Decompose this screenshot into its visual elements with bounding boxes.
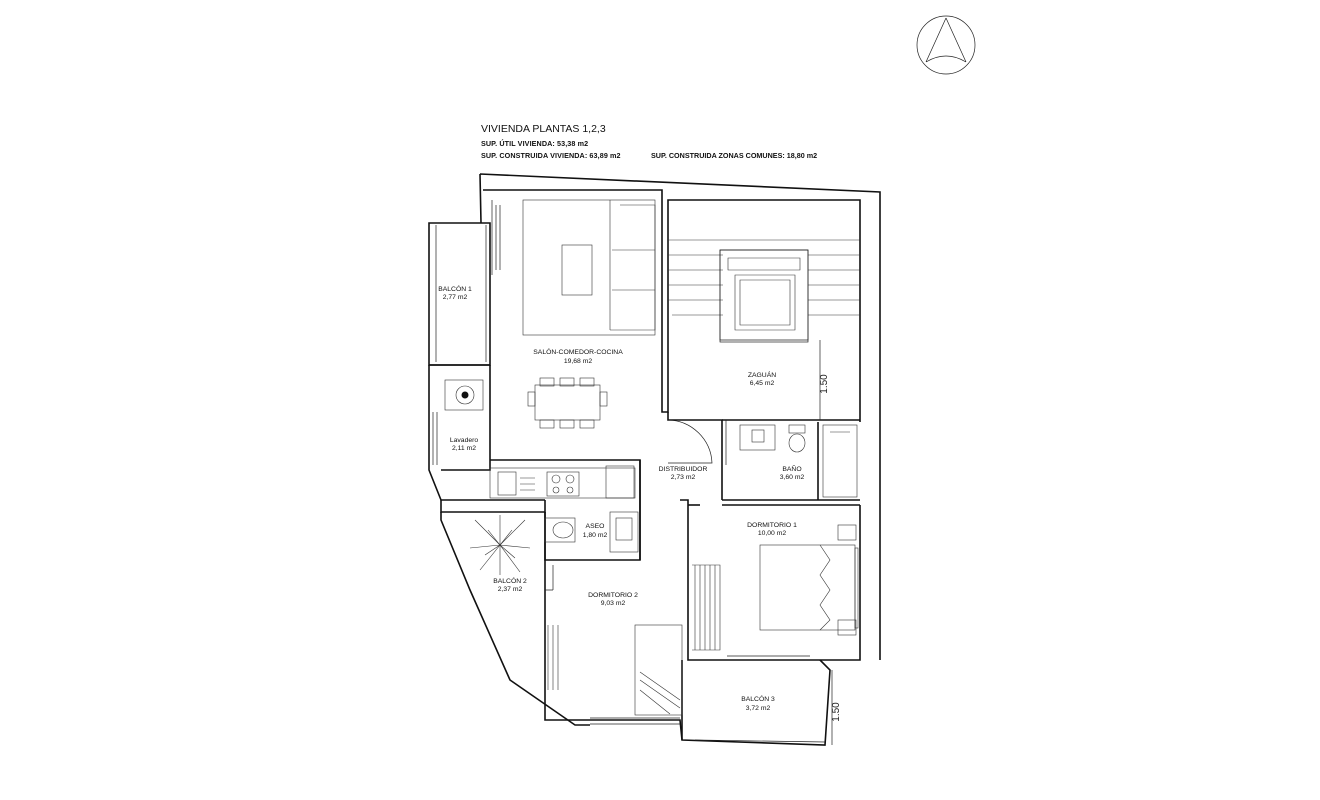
room-name: ZAGUÁN bbox=[748, 370, 776, 379]
elevator bbox=[719, 249, 809, 343]
room-name: DORMITORIO 2 bbox=[588, 592, 638, 599]
room-label-distribuidor: DISTRIBUIDOR 2,73 m2 bbox=[659, 466, 708, 481]
room-area: 3,60 m2 bbox=[780, 474, 805, 481]
sup-util-text: SUP. ÚTIL VIVIENDA: 53,38 m2 bbox=[481, 139, 589, 148]
dimension-label: 1.50 bbox=[831, 702, 842, 722]
room-name: ASEO bbox=[586, 523, 605, 530]
room-label-dormitorio2: DORMITORIO 2 9,03 m2 bbox=[588, 592, 638, 607]
room-label-balcon1: BALCÓN 1 2,77 m2 bbox=[438, 284, 472, 301]
plan-title: VIVIENDA PLANTAS 1,2,3 bbox=[481, 123, 606, 135]
room-area: 3,72 m2 bbox=[746, 705, 771, 712]
room-label-balcon3: BALCÓN 3 3,72 m2 bbox=[741, 694, 775, 712]
room-area: 2,11 m2 bbox=[452, 445, 476, 452]
room-name: Lavadero bbox=[450, 437, 479, 444]
room-area: 2,73 m2 bbox=[671, 474, 696, 481]
bed-single bbox=[634, 624, 683, 716]
sup-construida-text: SUP. CONSTRUIDA VIVIENDA: 63,89 m2 bbox=[481, 151, 621, 160]
kitchen-counter bbox=[489, 465, 636, 499]
plant-icon bbox=[469, 515, 531, 575]
openings bbox=[432, 200, 826, 743]
bed-double bbox=[759, 524, 859, 636]
room-area: 2,37 m2 bbox=[498, 586, 523, 593]
living-furniture bbox=[522, 199, 656, 429]
room-name: DISTRIBUIDOR bbox=[659, 466, 708, 473]
room-name: BALCÓN 2 bbox=[493, 576, 527, 585]
bathroom-fixtures bbox=[739, 424, 858, 498]
room-area: 19,68 m2 bbox=[564, 358, 593, 365]
room-name: DORMITORIO 1 bbox=[747, 522, 797, 529]
sup-comunes-text: SUP. CONSTRUIDA ZONAS COMUNES: 18,80 m2 bbox=[651, 151, 818, 160]
room-area: 1,80 m2 bbox=[583, 532, 608, 539]
toilet-fixtures bbox=[544, 511, 639, 553]
room-name: BALCÓN 3 bbox=[741, 694, 775, 703]
room-area: 6,45 m2 bbox=[750, 380, 775, 387]
room-label-aseo: ASEO 1,80 m2 bbox=[583, 523, 608, 539]
north-arrow-icon bbox=[916, 15, 976, 75]
room-label-balcon2: BALCÓN 2 2,37 m2 bbox=[493, 576, 527, 593]
stairs bbox=[668, 239, 860, 341]
room-name: SALÓN-COMEDOR-COCINA bbox=[533, 347, 623, 356]
wardrobes bbox=[547, 564, 721, 690]
room-label-salon: SALÓN-COMEDOR-COCINA 19,68 m2 bbox=[533, 347, 623, 365]
room-name: BAÑO bbox=[782, 464, 801, 473]
room-name: BALCÓN 1 bbox=[438, 284, 472, 293]
room-area: 10,00 m2 bbox=[758, 530, 787, 537]
room-area: 9,03 m2 bbox=[601, 600, 626, 607]
room-label-lavadero: Lavadero 2,11 m2 bbox=[450, 437, 479, 452]
room-label-zaguan: ZAGUÁN 6,45 m2 bbox=[748, 370, 776, 387]
room-area: 2,77 m2 bbox=[443, 294, 468, 301]
interior-walls bbox=[441, 365, 860, 561]
room-label-dormitorio1: DORMITORIO 1 10,00 m2 bbox=[747, 522, 797, 537]
dimension-label: 1.50 bbox=[819, 374, 830, 394]
washing-machine-icon bbox=[444, 379, 484, 411]
dimension-lines bbox=[819, 340, 833, 745]
room-label-bano: BAÑO 3,60 m2 bbox=[780, 464, 805, 481]
